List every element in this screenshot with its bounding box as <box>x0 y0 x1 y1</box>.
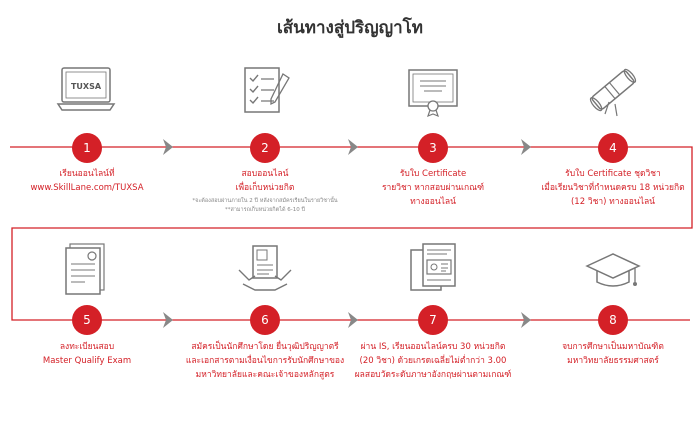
step-2-caption: สอบออนไลน์ เพื่อเก็บหน่วยกิต <box>185 167 345 195</box>
caption-line: (12 วิชา) ทางออนไลน์ <box>570 197 655 207</box>
laptop-screen-text: TUXSA <box>71 82 102 91</box>
step-number-badge: 5 <box>72 305 102 335</box>
chevron-right-icon <box>160 138 176 156</box>
caption-line: (20 วิชา) ด้วยเกรดเฉลี่ยไม่ต่ำกว่า 3.00 <box>359 356 507 366</box>
footnote-line: *จะต้องสอบผ่านภายใน 2 ปี หลังจากสมัครเรี… <box>192 198 338 204</box>
caption-line: www.SkillLane.com/TUXSA <box>30 183 144 193</box>
caption-line: ทางออนไลน์ <box>410 197 456 207</box>
chevron-right-icon <box>518 138 534 156</box>
step-3-caption: รับใบ Certificate รายวิชา หากสอบผ่านเกณฑ… <box>353 167 513 209</box>
step-number-badge: 2 <box>250 133 280 163</box>
certificate-icon <box>403 62 463 118</box>
step-number-badge: 4 <box>598 133 628 163</box>
caption-line: มหาวิทยาลัยและคณะเจ้าของหลักสูตร <box>195 370 335 380</box>
chevron-right-icon <box>518 311 534 329</box>
caption-line: ลงทะเบียนสอบ <box>59 342 115 352</box>
caption-line: ผ่าน IS, เรียนออนไลน์ครบ 30 หน่วยกิต <box>360 342 506 352</box>
step-number-badge: 1 <box>72 133 102 163</box>
chevron-right-icon <box>160 311 176 329</box>
caption-line: เมื่อเรียนวิชาที่กำหนดครบ 18 หน่วยกิต <box>541 183 685 193</box>
registration-form-icon <box>56 240 116 296</box>
step-2-footnote: *จะต้องสอบผ่านภายใน 2 ปี หลังจากสมัครเรี… <box>180 197 350 215</box>
step-number-badge: 6 <box>250 305 280 335</box>
caption-line: สมัครเป็นนักศึกษาโดย ยื่นวุฒิปริญญาตรี <box>191 342 339 352</box>
graduation-cap-icon <box>583 244 643 300</box>
caption-line: รับใบ Certificate ชุดวิชา <box>565 169 661 179</box>
step-number-badge: 8 <box>598 305 628 335</box>
checklist-icon <box>235 62 295 118</box>
step-8-caption: จบการศึกษาเป็นมหาบัณฑิต มหาวิทยาลัยธรรมศ… <box>533 340 693 368</box>
document-hands-icon <box>235 240 295 296</box>
step-5-caption: ลงทะเบียนสอบ Master Qualify Exam <box>7 340 167 368</box>
caption-line: และเอกสารตามเงื่อนไขการรับนักศึกษาของ <box>185 356 345 366</box>
step-1-caption: เรียนออนไลน์ที่ www.SkillLane.com/TUXSA <box>7 167 167 195</box>
laptop-icon: TUXSA <box>56 62 116 118</box>
step-6-caption: สมัครเป็นนักศึกษาโดย ยื่นวุฒิปริญญาตรี แ… <box>185 340 345 382</box>
chevron-right-icon <box>345 311 361 329</box>
step-number-badge: 3 <box>418 133 448 163</box>
transcript-icon <box>403 240 463 296</box>
caption-line: รับใบ Certificate <box>399 169 467 179</box>
page-title: เส้นทางสู่ปริญญาโท <box>276 18 423 38</box>
caption-line: สอบออนไลน์ <box>241 169 289 179</box>
step-7-caption: ผ่าน IS, เรียนออนไลน์ครบ 30 หน่วยกิต (20… <box>353 340 513 382</box>
caption-line: รายวิชา หากสอบผ่านเกณฑ์ <box>381 183 485 193</box>
caption-line: เรียนออนไลน์ที่ <box>59 169 115 179</box>
step-number-badge: 7 <box>418 305 448 335</box>
caption-line: ผลสอบวัดระดับภาษาอังกฤษผ่านตามเกณฑ์ <box>354 370 512 380</box>
caption-line: จบการศึกษาเป็นมหาบัณฑิต <box>562 342 664 352</box>
diploma-scroll-icon <box>583 62 643 118</box>
footnote-line: **สามารถเก็บหน่วยกิตได้ 6-10 ปี <box>224 207 306 213</box>
caption-line: มหาวิทยาลัยธรรมศาสตร์ <box>567 356 659 366</box>
caption-line: เพื่อเก็บหน่วยกิต <box>235 183 295 193</box>
chevron-right-icon <box>345 138 361 156</box>
step-4-caption: รับใบ Certificate ชุดวิชา เมื่อเรียนวิชา… <box>533 167 693 209</box>
caption-line: Master Qualify Exam <box>42 356 132 366</box>
